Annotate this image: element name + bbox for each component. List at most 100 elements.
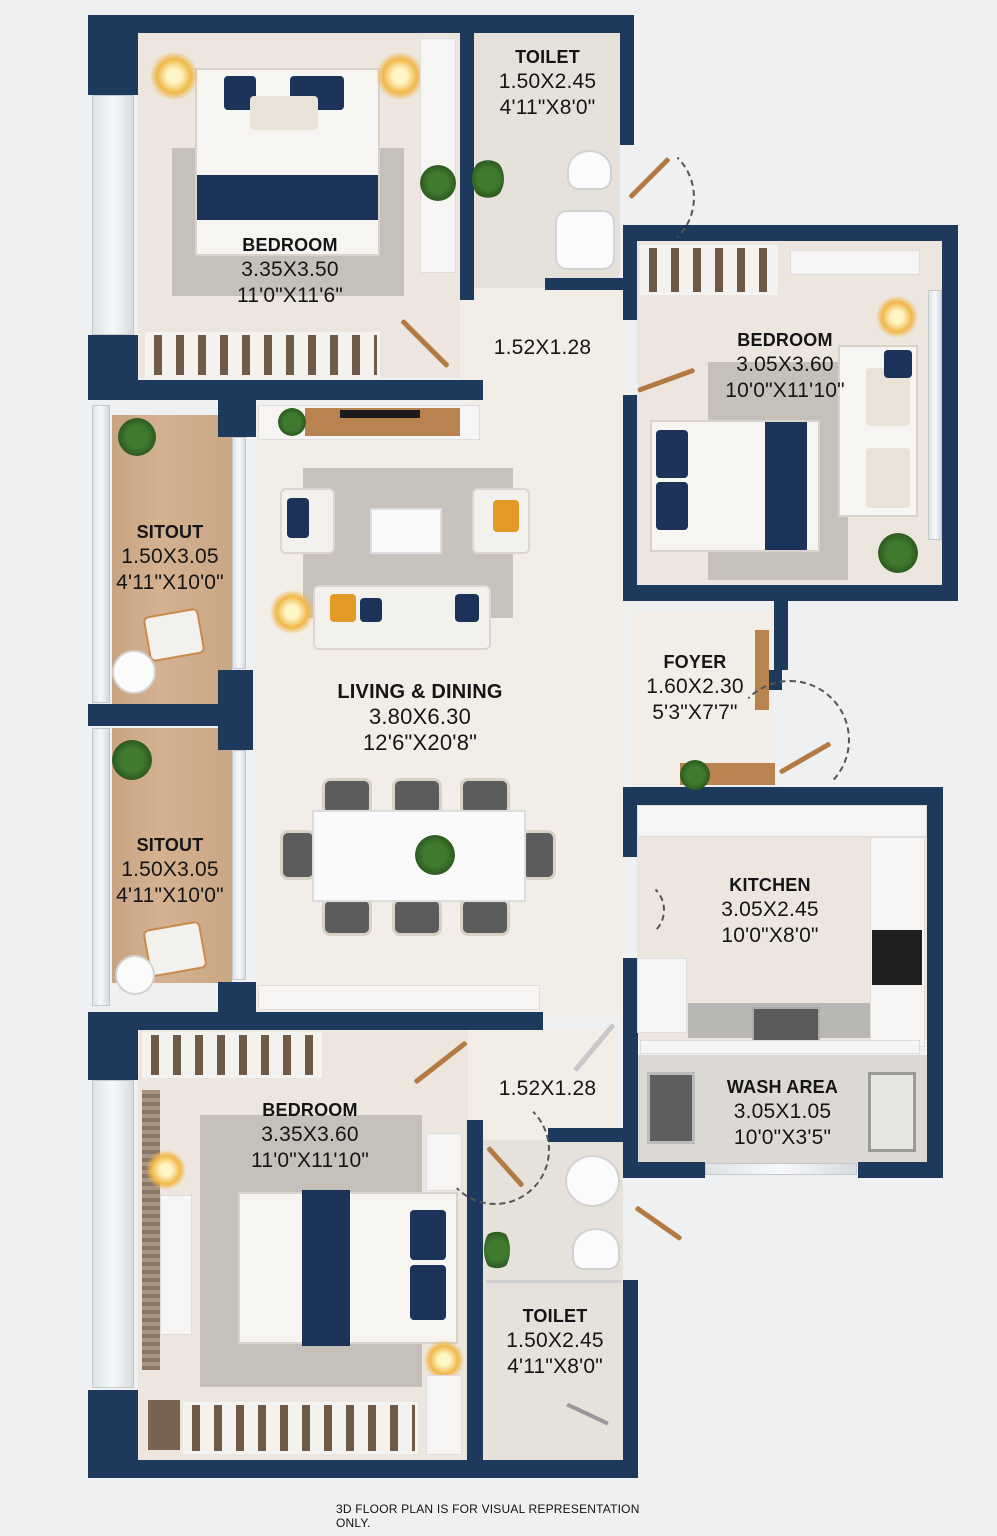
room-imperial: 4'11"X8'0"	[499, 96, 596, 119]
plant	[420, 165, 456, 201]
room-label-foyer: FOYER 1.60X2.30 5'3"X7'7"	[630, 650, 760, 726]
wall	[467, 1120, 483, 1475]
room-label-kitchen: KITCHEN 3.05X2.45 10'0"X8'0"	[690, 873, 850, 949]
wall-panel	[142, 1090, 160, 1370]
room-metric: 1.52X1.28	[498, 1077, 597, 1100]
tv	[340, 410, 420, 418]
wall	[623, 1162, 705, 1178]
bed-throw	[765, 422, 807, 550]
room-label-bedroom-top-left: BEDROOM 3.35X3.50 11'0"X11'6"	[200, 233, 380, 309]
wall	[774, 600, 788, 670]
wall	[88, 380, 483, 400]
cushion	[330, 594, 356, 622]
pillow	[656, 482, 688, 530]
lounge-chair	[142, 607, 206, 663]
room-metric: 1.50X3.05	[121, 545, 219, 568]
room-name: WASH AREA	[726, 1077, 839, 1097]
dining-chair	[460, 898, 510, 936]
plant	[278, 408, 306, 436]
door-swing	[605, 880, 665, 940]
lamp	[270, 590, 314, 634]
room-name: TOILET	[515, 47, 580, 67]
cushion	[455, 594, 479, 622]
overhead-cabinets	[637, 805, 927, 837]
wardrobe	[142, 1032, 322, 1078]
room-metric: 3.35X3.60	[261, 1123, 359, 1146]
wall	[545, 278, 633, 290]
room-imperial: 5'3"X7'7"	[652, 701, 738, 724]
pillow	[410, 1210, 446, 1260]
room-imperial: 12'6"X20'8"	[362, 730, 478, 755]
door	[634, 1205, 683, 1242]
plant	[878, 533, 918, 573]
lamp	[876, 296, 918, 338]
plant	[118, 418, 156, 456]
cushion	[360, 598, 382, 622]
room-label-living-dining: LIVING & DINING 3.80X6.30 12'6"X20'8"	[300, 680, 540, 756]
room-label-bedroom-right: BEDROOM 3.05X3.60 10'0"X11'10"	[700, 328, 870, 404]
room-imperial: 4'11"X10'0"	[116, 884, 224, 907]
wall	[548, 1128, 638, 1142]
counter-edge	[640, 1040, 920, 1054]
wall	[623, 585, 958, 601]
room-metric: 3.80X6.30	[368, 704, 472, 729]
window	[232, 437, 246, 669]
room-imperial: 11'0"X11'6"	[236, 284, 344, 307]
room-label-passage-bottom: 1.52X1.28	[475, 1076, 620, 1102]
cooktop	[872, 930, 922, 985]
room-imperial: 4'11"X10'0"	[116, 571, 224, 594]
lamp	[376, 52, 424, 100]
disclaimer: 3D FLOOR PLAN IS FOR VISUAL REPRESENTATI…	[336, 1502, 640, 1530]
coffee-table	[370, 508, 442, 554]
plant	[680, 760, 710, 790]
ac-unit	[790, 250, 920, 275]
dining-chair	[460, 778, 510, 816]
room-name: TOILET	[522, 1306, 588, 1326]
room-label-bedroom-bottom-left: BEDROOM 3.35X3.60 11'0"X11'10"	[220, 1098, 400, 1174]
window	[92, 728, 110, 1006]
wardrobe	[145, 332, 380, 378]
window	[92, 1080, 134, 1388]
wall	[88, 1012, 543, 1030]
wall	[88, 15, 633, 33]
window	[92, 95, 134, 335]
room-imperial: 10'0"X11'10"	[725, 379, 845, 402]
room-name: BEDROOM	[262, 1100, 358, 1120]
fridge	[637, 958, 687, 1033]
room-imperial: 10'0"X3'5"	[733, 1126, 832, 1149]
pillow	[250, 96, 318, 130]
wall	[88, 15, 138, 95]
basin	[565, 1155, 620, 1207]
study-desk	[160, 1195, 192, 1335]
shower-divider	[486, 1280, 621, 1283]
room-metric: 3.05X3.60	[736, 353, 834, 376]
room-label-sitout-top: SITOUT 1.50X3.05 4'11"X10'0"	[106, 520, 234, 596]
room-name: SITOUT	[136, 522, 204, 542]
wall	[623, 395, 637, 600]
cushion	[287, 498, 309, 538]
side-table	[112, 650, 156, 694]
room-metric: 1.50X2.45	[506, 1329, 604, 1352]
window	[92, 405, 110, 703]
plant	[484, 1228, 510, 1272]
dining-chair	[322, 898, 372, 936]
wall	[460, 15, 474, 300]
room-name: FOYER	[663, 652, 727, 672]
window	[705, 1163, 857, 1175]
wall	[88, 1012, 138, 1080]
room-metric: 1.50X3.05	[121, 858, 219, 881]
lamp	[146, 1150, 186, 1190]
wall	[858, 1162, 943, 1178]
room-metric: 1.52X1.28	[493, 336, 592, 359]
lamp	[150, 52, 198, 100]
bed-throw	[197, 175, 378, 220]
dining-chair	[392, 898, 442, 936]
wall	[218, 392, 256, 437]
pillow	[656, 430, 688, 478]
door-swing	[730, 680, 850, 800]
wall	[623, 225, 958, 241]
window	[232, 750, 246, 980]
room-name: KITCHEN	[729, 875, 811, 895]
chest	[148, 1400, 180, 1450]
sideboard	[258, 985, 540, 1010]
